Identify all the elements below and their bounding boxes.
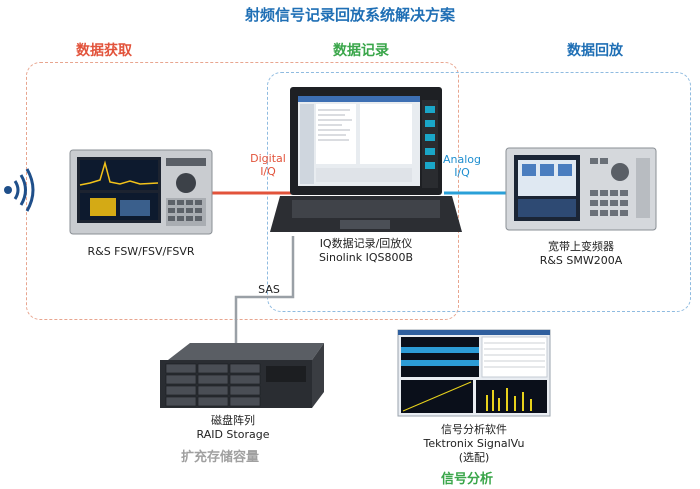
analog-iq-link-label: Analog I/Q xyxy=(442,153,481,179)
digital-iq-link-label: Digital I/Q xyxy=(250,152,286,178)
analyzer-caption: R&S FSW/FSV/FSVR xyxy=(87,245,195,258)
section-playback-label: 数据回放 xyxy=(567,43,623,59)
rf-signal-icon xyxy=(4,168,35,212)
recorder-caption: IQ数据记录/回放仪 Sinolink IQS800B xyxy=(318,237,414,264)
sas-cable xyxy=(234,236,295,343)
section-recording-label: 数据记录 xyxy=(333,43,389,59)
signal-analysis-label: 信号分析 xyxy=(441,472,494,487)
spectrum-analyzer-device xyxy=(69,149,213,235)
signal-analysis-software-screenshot xyxy=(397,329,551,417)
raid-storage-device xyxy=(160,343,324,408)
storage-caption: 磁盘阵列 RAID Storage xyxy=(196,414,270,441)
sas-link-label: SAS xyxy=(258,283,280,296)
generator-caption: 宽带上变频器 R&S SMW200A xyxy=(539,240,623,267)
software-caption: 信号分析软件 Tektronix SignalVu (选配) xyxy=(423,423,525,464)
iq-recorder-device xyxy=(270,87,462,232)
section-acquisition-label: 数据获取 xyxy=(76,43,132,59)
signal-generator-device xyxy=(505,147,657,231)
diagram-title: 射频信号记录回放系统解决方案 xyxy=(244,6,455,24)
expand-storage-label: 扩充存储容量 xyxy=(181,450,260,465)
